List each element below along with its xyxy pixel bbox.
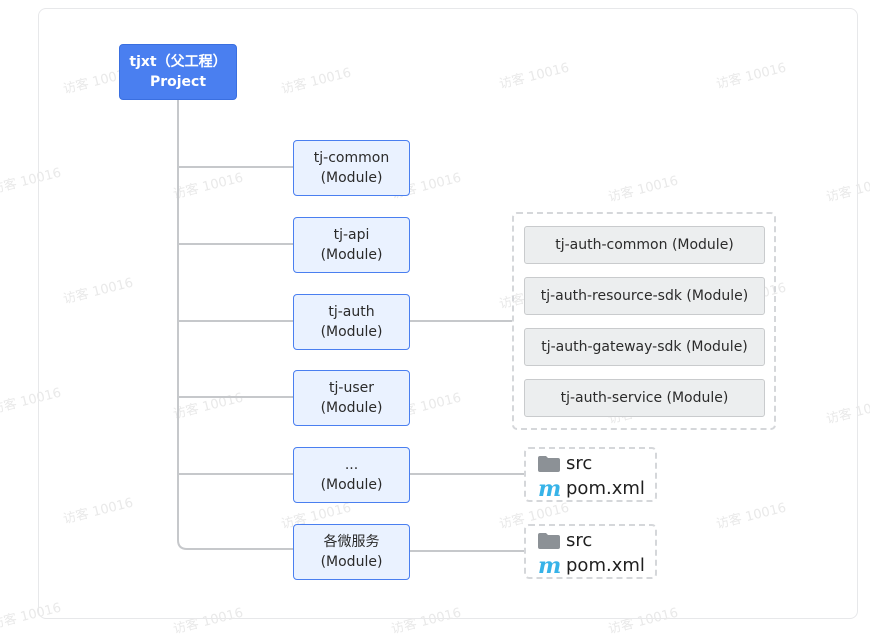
module-type: (Module) bbox=[320, 400, 383, 416]
module-name: tj-api bbox=[333, 227, 370, 243]
root-project-node: tjxt（父工程） Project bbox=[119, 44, 237, 100]
file-row-pom: m pom.xml bbox=[538, 475, 645, 502]
root-subtitle: Project bbox=[149, 74, 207, 90]
module-node-tj-common: tj-common (Module) bbox=[293, 140, 410, 196]
pom-label: pom.xml bbox=[566, 478, 645, 499]
submodule-tj-auth-common: tj-auth-common (Module) bbox=[524, 226, 765, 264]
auth-submodule-group bbox=[512, 212, 776, 430]
module-node-ellipsis: ... (Module) bbox=[293, 447, 410, 503]
file-row-pom: m pom.xml bbox=[538, 552, 645, 579]
file-row-src: src bbox=[538, 453, 592, 474]
module-node-tj-user: tj-user (Module) bbox=[293, 370, 410, 426]
folder-icon bbox=[538, 455, 560, 472]
pom-label: pom.xml bbox=[566, 555, 645, 576]
submodule-label: tj-auth-resource-sdk (Module) bbox=[540, 288, 749, 304]
module-node-tj-api: tj-api (Module) bbox=[293, 217, 410, 273]
file-structure-card: src m pom.xml bbox=[524, 447, 657, 502]
module-type: (Module) bbox=[320, 324, 383, 340]
folder-icon bbox=[538, 532, 560, 549]
file-structure-card: src m pom.xml bbox=[524, 524, 657, 579]
module-name: tj-common bbox=[313, 150, 390, 166]
module-type: (Module) bbox=[320, 170, 383, 186]
module-type: (Module) bbox=[320, 554, 383, 570]
module-type: (Module) bbox=[320, 247, 383, 263]
maven-m-icon: m bbox=[538, 552, 562, 579]
module-type: (Module) bbox=[320, 477, 383, 493]
module-name: ... bbox=[344, 457, 359, 473]
module-node-microservices: 各微服务 (Module) bbox=[293, 524, 410, 580]
submodule-tj-auth-resource-sdk: tj-auth-resource-sdk (Module) bbox=[524, 277, 765, 315]
maven-m-icon: m bbox=[538, 475, 562, 502]
folder-label: src bbox=[566, 453, 593, 474]
folder-label: src bbox=[566, 530, 593, 551]
submodule-tj-auth-gateway-sdk: tj-auth-gateway-sdk (Module) bbox=[524, 328, 765, 366]
module-node-tj-auth: tj-auth (Module) bbox=[293, 294, 410, 350]
module-name: 各微服务 bbox=[323, 534, 380, 550]
trunk-line bbox=[177, 100, 293, 550]
submodule-tj-auth-service: tj-auth-service (Module) bbox=[524, 379, 765, 417]
root-title: tjxt（父工程） bbox=[129, 54, 227, 70]
module-name: tj-user bbox=[329, 380, 374, 396]
submodule-label: tj-auth-common (Module) bbox=[555, 237, 734, 253]
module-name: tj-auth bbox=[328, 304, 375, 320]
submodule-label: tj-auth-service (Module) bbox=[560, 390, 729, 406]
submodule-label: tj-auth-gateway-sdk (Module) bbox=[541, 339, 748, 355]
file-row-src: src bbox=[538, 530, 592, 551]
